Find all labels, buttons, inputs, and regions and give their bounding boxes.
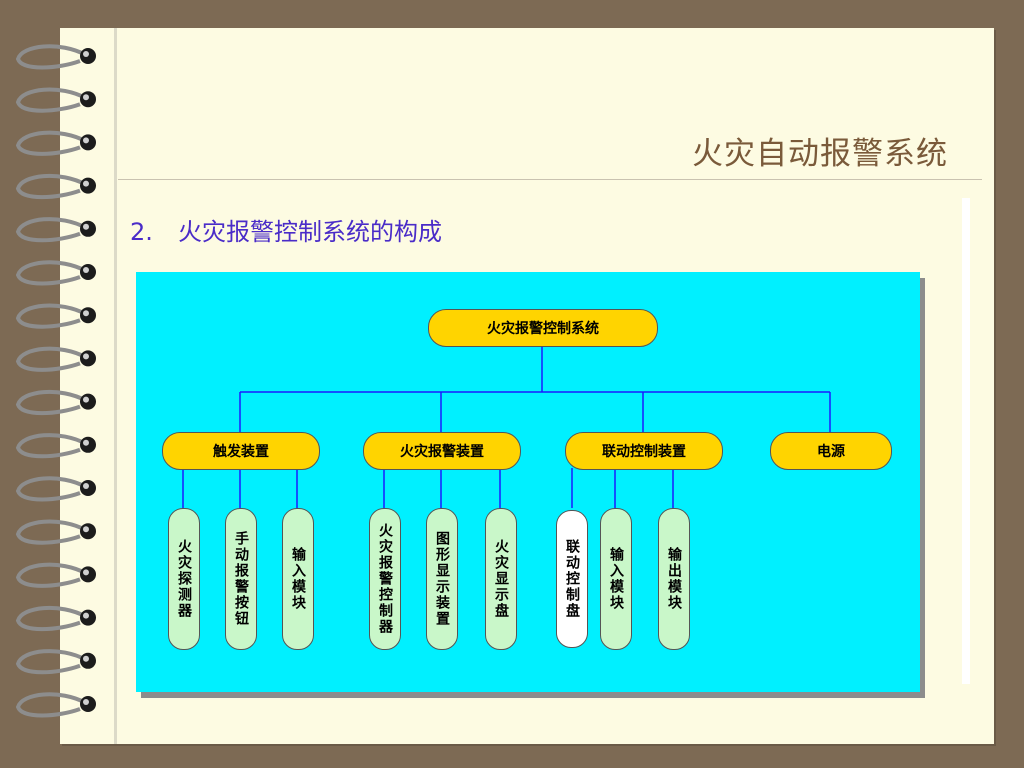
binding-hole-highlight	[83, 699, 89, 705]
group-node-trigger: 触发装置	[162, 432, 320, 470]
leaf-node-alarm-controller: 火灾报警控制器	[369, 508, 401, 650]
binding-ring	[15, 433, 87, 459]
title-divider	[118, 179, 982, 180]
binding-hole-highlight	[83, 267, 89, 273]
slide-subtitle: 2. 火灾报警控制系统的构成	[130, 212, 442, 247]
page-margin-line	[114, 28, 117, 744]
leaf-node-input-module-1: 输入模块	[282, 508, 314, 650]
binding-ring	[15, 87, 87, 113]
binding-hole-highlight	[83, 310, 89, 317]
subtitle-number: 2.	[130, 218, 153, 246]
binding-hole-highlight	[83, 223, 89, 230]
binding-ring	[15, 476, 87, 502]
root-node: 火灾报警控制系统	[428, 309, 658, 347]
binding-hole-highlight	[83, 612, 89, 619]
spiral-binding	[15, 44, 96, 718]
binding-hole-highlight	[83, 526, 89, 533]
binding-hole-highlight	[83, 396, 89, 403]
connector-lines	[182, 345, 831, 508]
binding-ring	[15, 303, 87, 329]
binding-ring	[15, 649, 87, 675]
group-node-alarm: 火灾报警装置	[363, 432, 521, 470]
binding-ring	[15, 260, 87, 286]
binding-ring	[15, 44, 87, 70]
group-node-linkage: 联动控制装置	[565, 432, 723, 470]
leaf-node-manual-button: 手动报警按钮	[225, 508, 257, 650]
binding-ring	[15, 389, 87, 416]
leaf-node-graphic-display: 图形显示装置	[426, 508, 458, 650]
binding-hole-highlight	[83, 569, 89, 576]
leaf-node-input-module-2: 输入模块	[600, 508, 632, 650]
right-edge-strip	[962, 198, 970, 684]
binding-hole-highlight	[83, 94, 89, 101]
binding-hole-highlight	[83, 655, 89, 662]
leaf-node-fire-display-panel: 火灾显示盘	[485, 508, 517, 650]
leaf-node-linkage-panel: 联动控制盘	[556, 510, 588, 648]
binding-ring	[15, 605, 87, 632]
binding-ring	[15, 562, 87, 588]
binding-hole-highlight	[83, 483, 89, 489]
binding-hole-highlight	[83, 353, 89, 360]
leaf-node-fire-detector: 火灾探测器	[168, 508, 200, 650]
slide-title: 火灾自动报警系统	[692, 136, 948, 172]
binding-hole-highlight	[83, 439, 89, 446]
binding-ring	[15, 346, 87, 372]
binding-ring	[15, 692, 87, 718]
binding-hole-highlight	[83, 137, 89, 144]
leaf-node-output-module: 输出模块	[658, 508, 690, 650]
subtitle-text: 火灾报警控制系统的构成	[178, 218, 442, 246]
binding-ring	[15, 130, 87, 156]
org-chart-diagram: 火灾报警控制系统 触发装置 火灾报警装置 联动控制装置 电源 火灾探测器 手动报…	[136, 272, 920, 692]
group-node-power: 电源	[770, 432, 892, 470]
binding-ring	[15, 217, 87, 243]
binding-ring	[15, 519, 87, 545]
binding-ring	[15, 173, 87, 200]
binding-hole-highlight	[83, 51, 89, 57]
binding-hole-highlight	[83, 180, 89, 187]
